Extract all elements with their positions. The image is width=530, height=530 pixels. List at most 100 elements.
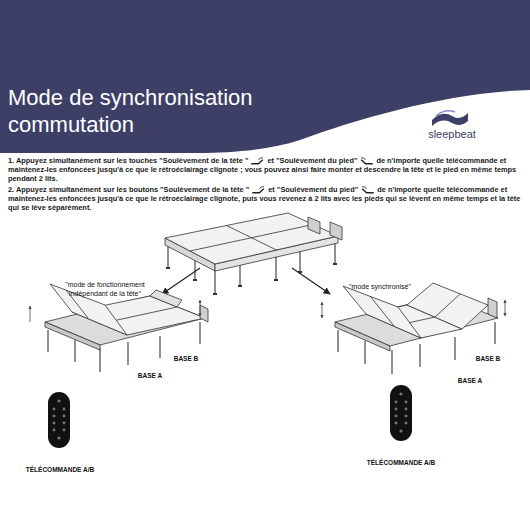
base-label: BASE A — [130, 372, 170, 380]
base-label: BASE B — [468, 355, 508, 363]
drawing-part — [405, 408, 408, 411]
drawing-part — [194, 258, 195, 280]
remote-control — [390, 385, 412, 441]
drawing-part — [405, 415, 408, 418]
mode-label: "mode de fonctionnement indépendant de l… — [53, 281, 157, 299]
drawing-part — [166, 267, 170, 269]
drawing-part — [74, 340, 75, 362]
drawing-part — [330, 222, 342, 240]
drawing-part — [53, 408, 56, 411]
drawing-part — [275, 257, 276, 280]
drawing-part — [53, 399, 66, 439]
drawing-part — [435, 294, 460, 317]
drawing-part — [488, 298, 497, 318]
flat-bed — [165, 213, 342, 295]
icon-shape — [253, 187, 265, 193]
foot-lift-icon — [360, 186, 375, 194]
icon-shape — [362, 158, 374, 164]
drawing-part — [407, 283, 488, 329]
instruction-paragraph: 1. Appuyez simultanément sur les touches… — [8, 157, 522, 184]
drawing-part — [47, 330, 48, 352]
drawing-part — [159, 336, 160, 358]
remote-label: TÉLÉCOMMANDE A/B — [356, 459, 446, 467]
instruction-text: 2. Appuyez simultanément sur les boutons… — [8, 185, 249, 194]
drawing-part — [390, 385, 412, 441]
drawing-part — [395, 401, 398, 404]
drawing-part — [165, 213, 338, 264]
drawing-part — [494, 322, 495, 344]
drawing-part — [364, 341, 365, 364]
drawing-part — [370, 296, 394, 326]
base-label: BASE B — [166, 355, 206, 363]
drawing-part — [53, 429, 56, 432]
drawing-part — [167, 246, 168, 268]
instruction-text: et "Soulèvement du pied" — [267, 156, 357, 165]
drawing-part — [45, 322, 100, 350]
drawing-part — [335, 322, 390, 351]
foot-lift-icon — [359, 157, 374, 165]
remote-label: TÉLÉCOMMANDE A/B — [15, 466, 105, 474]
drawing-part — [53, 415, 56, 418]
remote-control — [48, 392, 70, 448]
icon-shape — [252, 158, 264, 164]
motion-arrow — [200, 300, 201, 316]
drawing-part — [308, 217, 320, 234]
drawing-part — [57, 436, 60, 439]
drawing-part — [419, 344, 420, 367]
drawing-part — [190, 225, 313, 252]
drawing-part — [436, 111, 455, 116]
drawing-part — [199, 322, 200, 344]
page-title: Mode de synchronisation commutation — [8, 84, 308, 138]
brand-logo: sleepbeat — [412, 128, 492, 142]
drawing-part — [395, 408, 398, 411]
drawing-part — [343, 286, 421, 338]
head-lift-icon — [250, 157, 265, 165]
drawing-part — [63, 429, 66, 432]
drawing-part — [391, 350, 392, 374]
synchronised-bed — [335, 283, 498, 374]
drawing-part — [193, 279, 197, 281]
drawing-part — [399, 392, 402, 395]
motion-arrow — [505, 300, 506, 316]
drawing-part — [395, 415, 398, 418]
drawing-part — [53, 422, 56, 425]
header-band — [0, 0, 530, 153]
drawing-part — [405, 422, 408, 425]
drawing-part — [334, 242, 335, 264]
instruction-text: 1. Appuyez simultanément sur les touches… — [8, 156, 248, 165]
drawing-part — [333, 263, 337, 265]
mode-label: "mode synchronisé" — [335, 283, 425, 292]
drawing-part — [200, 305, 208, 322]
icon-shape — [362, 187, 374, 193]
drawing-part — [166, 263, 337, 295]
drawing-part — [399, 429, 402, 432]
base-label: BASE A — [450, 377, 490, 385]
drawing-part — [405, 401, 408, 404]
drawing-part — [238, 285, 242, 287]
drawing-part — [63, 415, 66, 418]
drawing-part — [213, 293, 217, 295]
logo-mark — [432, 111, 468, 126]
instruction-paragraph: 2. Appuyez simultanément sur les boutons… — [8, 186, 522, 213]
drawing-part — [274, 279, 278, 281]
independent-bed — [45, 284, 208, 372]
drawing-part — [337, 330, 338, 352]
drawing-part — [57, 399, 60, 402]
motion-arrow — [30, 306, 31, 322]
drawing-part — [214, 270, 215, 294]
motion-arrow — [322, 302, 323, 318]
head-lift-icon — [251, 186, 266, 194]
drawing-part — [99, 348, 100, 372]
drawing-part — [395, 422, 398, 425]
mode-arrow — [292, 268, 330, 294]
drawing-part — [63, 408, 66, 411]
instruction-text: et "Soulèvement du pied" — [268, 185, 358, 194]
drawing-part — [150, 290, 182, 307]
drawing-part — [63, 422, 66, 425]
drawing-part — [454, 337, 455, 360]
drawing-part — [127, 342, 128, 365]
mode-arrow — [162, 268, 200, 294]
drawing-part — [395, 392, 408, 432]
